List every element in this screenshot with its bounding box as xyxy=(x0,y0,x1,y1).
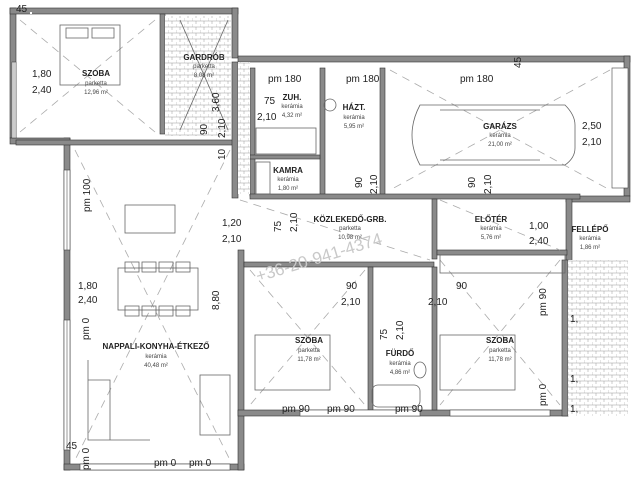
dim-label: pm 90 xyxy=(327,404,355,415)
dim-label: pm 0 xyxy=(538,383,549,406)
dim-label: 2,10 xyxy=(217,118,228,138)
room-area: 10,98 m² xyxy=(338,235,362,241)
room-material: kerámia xyxy=(489,133,511,139)
room-area: 4,86 m² xyxy=(390,370,410,376)
dim-label: 2,10 xyxy=(369,174,380,194)
dim-label: 75 xyxy=(264,96,276,107)
room-name: ZUH. xyxy=(283,93,302,102)
dim-label: pm 180 xyxy=(460,74,494,85)
room-name: NAPPALI-KONYHA-ÉTKEZŐ xyxy=(103,342,210,351)
room-area: 4,32 m² xyxy=(282,113,302,119)
dimension-labels: 45 1,80 2,40 3,60 pm 180 pm 180 pm 180 4… xyxy=(16,4,602,470)
dim-label: 2,10 xyxy=(222,234,242,245)
room-name: FELLÉPŐ xyxy=(572,225,609,234)
dim-label: pm 100 xyxy=(82,178,93,212)
room-material: parketta xyxy=(298,348,320,354)
room-name: KAMRA xyxy=(273,166,303,175)
dim-label: 1,20 xyxy=(222,218,242,229)
dim-label: 2,50 xyxy=(582,121,602,132)
room-area: 8,08 m² xyxy=(194,73,214,79)
dim-label: 45 xyxy=(16,4,28,15)
dim-label: 90 xyxy=(467,176,478,188)
room-area: 5,76 m² xyxy=(481,235,501,241)
dim-label: 2,10 xyxy=(257,112,277,123)
room-name: GARÁZS xyxy=(483,122,517,131)
room-name: HÁZT. xyxy=(343,103,366,112)
room-labels: SZOBA parketta 12,96 m² GARDRÓB parketta… xyxy=(82,53,608,376)
dim-label: 1,00 xyxy=(529,221,549,232)
room-name: SZOBA xyxy=(486,336,514,345)
room-material: kerámia xyxy=(281,104,303,110)
dim-label: pm 0 xyxy=(189,458,212,469)
dim-label: 45 xyxy=(513,56,524,68)
dim-label: 1, xyxy=(570,374,578,385)
room-area: 21,00 m² xyxy=(488,142,512,148)
dim-label: 90 xyxy=(346,281,358,292)
dim-label: pm 180 xyxy=(268,74,302,85)
room-name: SZOBA xyxy=(295,336,323,345)
dim-label: 3,60 xyxy=(211,92,222,112)
dim-label: 2,10 xyxy=(395,320,406,340)
room-material: parketta xyxy=(193,64,215,70)
interior-walls xyxy=(15,13,581,411)
dim-label: 2,10 xyxy=(582,137,602,148)
dim-label: 8,80 xyxy=(211,290,222,310)
dim-label: 75 xyxy=(379,328,390,340)
room-material: kerámia xyxy=(579,236,601,242)
room-area: 5,95 m² xyxy=(344,124,364,130)
hatched-infill xyxy=(30,12,628,416)
dim-label: pm 90 xyxy=(538,288,549,316)
dim-label: 90 xyxy=(456,281,468,292)
dim-label: pm 0 xyxy=(81,317,92,340)
room-area: 11,78 m² xyxy=(488,357,511,363)
room-area: 11,78 m² xyxy=(297,357,320,363)
dim-label: 2,40 xyxy=(529,236,549,247)
room-material: parketta xyxy=(339,226,361,232)
dim-label: 1,80 xyxy=(78,281,98,292)
room-area: 1,86 m² xyxy=(580,245,600,251)
dim-label: 90 xyxy=(199,123,210,135)
dim-label: pm 0 xyxy=(81,447,92,470)
room-material: kerámia xyxy=(145,354,167,360)
dim-label: 90 xyxy=(354,176,365,188)
dim-label: 2,10 xyxy=(341,297,361,308)
dim-label: 2,10 xyxy=(289,212,300,232)
dim-label: 2,10 xyxy=(428,297,448,308)
room-material: kerámia xyxy=(389,361,411,367)
dim-label: 1, xyxy=(570,314,578,325)
dim-label: 2,40 xyxy=(32,85,52,96)
dashed-guides xyxy=(19,19,611,461)
room-name: GARDRÓB xyxy=(183,53,225,62)
dim-label: 1,80 xyxy=(32,69,52,80)
room-material: parketta xyxy=(489,348,511,354)
dim-label: 45 xyxy=(66,441,78,452)
room-material: kerámia xyxy=(277,177,299,183)
watermark: +36-20-941-4374 xyxy=(254,229,385,285)
furniture xyxy=(59,19,576,441)
room-name: ELŐTÉR xyxy=(475,215,508,224)
dim-label: 2,10 xyxy=(483,174,494,194)
dim-label: 1, xyxy=(570,404,578,415)
room-area: 12,96 m² xyxy=(84,90,108,96)
room-name: SZOBA xyxy=(82,69,110,78)
room-name: FÜRDŐ xyxy=(386,349,414,358)
dim-label: pm 90 xyxy=(282,404,310,415)
dim-label: 10 xyxy=(217,148,228,160)
room-material: kerámia xyxy=(480,226,502,232)
dim-label: pm 0 xyxy=(154,458,177,469)
room-material: parketta xyxy=(85,81,107,87)
dim-label: 75 xyxy=(273,220,284,232)
room-name: KÖZLEKEDŐ-GRB. xyxy=(314,215,387,224)
dim-label: pm 180 xyxy=(346,74,380,85)
dim-label: pm 90 xyxy=(395,404,423,415)
room-material: kerámia xyxy=(343,115,365,121)
room-area: 40,48 m² xyxy=(144,363,168,369)
windows xyxy=(11,61,629,471)
dim-label: 2,40 xyxy=(78,295,98,306)
room-area: 1,80 m² xyxy=(278,186,298,192)
